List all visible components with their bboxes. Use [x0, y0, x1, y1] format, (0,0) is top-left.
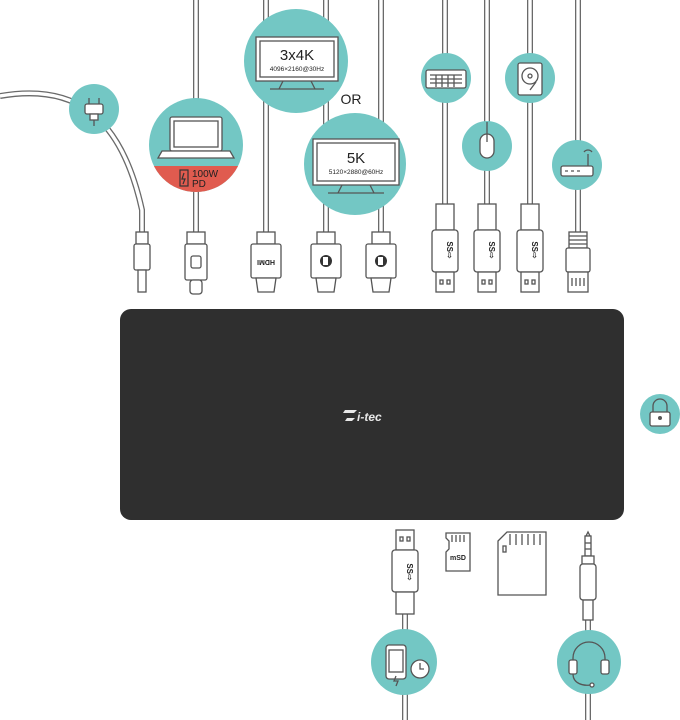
- headset-bubble: [557, 630, 621, 694]
- laptop-icon: [156, 116, 236, 159]
- dc-barrel-connector: [133, 231, 151, 293]
- monitor-4k-title: 3x4K: [280, 47, 314, 64]
- microsd-icon: mSD: [450, 555, 466, 562]
- router-bubble: [552, 140, 602, 190]
- phone-charging-icon: [385, 644, 430, 687]
- sd-card: [497, 531, 547, 596]
- monitor-4k-bubble: 3x4K 4096×2160@30Hz: [244, 9, 348, 113]
- phone-charging-bubble: [371, 629, 437, 695]
- brand-logo: i-tec: [343, 410, 382, 424]
- hdd-bubble: [505, 53, 555, 103]
- audio-jack-connector: [579, 530, 597, 621]
- monitor-5k-bubble: 5K 5120×2880@60Hz: [304, 113, 406, 215]
- mouse-icon: [479, 121, 495, 159]
- monitor-icon: [312, 138, 400, 194]
- power-watts-label: 100W: [192, 169, 219, 180]
- hdmi-connector: HDMI: [250, 231, 282, 293]
- usb-a-connector-3: SS⇨: [516, 203, 544, 293]
- monitor-icon: [255, 36, 339, 90]
- battery-icon: [179, 169, 189, 187]
- router-icon: [560, 149, 594, 177]
- mouse-bubble: [462, 121, 512, 171]
- microsd-card: mSD: [445, 532, 471, 572]
- svg-text:SS⇨: SS⇨: [405, 563, 414, 581]
- svg-text:SS⇨: SS⇨: [445, 241, 454, 259]
- laptop-bubble: 100W PD: [149, 98, 243, 192]
- lock-bubble: [640, 394, 680, 434]
- dock-body: [120, 309, 624, 520]
- usb-a-connector-1: SS⇨: [431, 203, 459, 293]
- svg-text:SS⇨: SS⇨: [487, 241, 496, 259]
- power-pd-label: PD: [192, 179, 206, 190]
- keyboard-icon: [425, 69, 467, 89]
- hdmi-label: HDMI: [257, 258, 275, 265]
- keyboard-bubble: [421, 53, 471, 103]
- or-label: OR: [341, 91, 362, 107]
- rj45-connector: [565, 231, 591, 293]
- headset-icon: [568, 641, 610, 688]
- brand-label: i-tec: [357, 410, 382, 424]
- usb-a-connector-2: SS⇨: [473, 203, 501, 293]
- sd-card-icon: [502, 545, 507, 553]
- monitor-4k-resolution: 4096×2160@30Hz: [270, 66, 325, 73]
- svg-text:SS⇨: SS⇨: [530, 241, 539, 259]
- docking-station: i-tec: [120, 309, 624, 520]
- monitor-5k-title: 5K: [347, 150, 365, 167]
- power-plug-icon: [84, 98, 104, 126]
- displayport-connector-1: [310, 231, 342, 293]
- displayport-connector-2: [365, 231, 397, 293]
- power-plug-bubble: [69, 84, 119, 134]
- hdd-icon: [517, 62, 543, 96]
- monitor-5k-resolution: 5120×2880@60Hz: [329, 169, 384, 176]
- lock-icon: [649, 398, 671, 427]
- front-usb-a-connector: SS⇨: [391, 529, 419, 615]
- usb-c-connector: [184, 231, 208, 295]
